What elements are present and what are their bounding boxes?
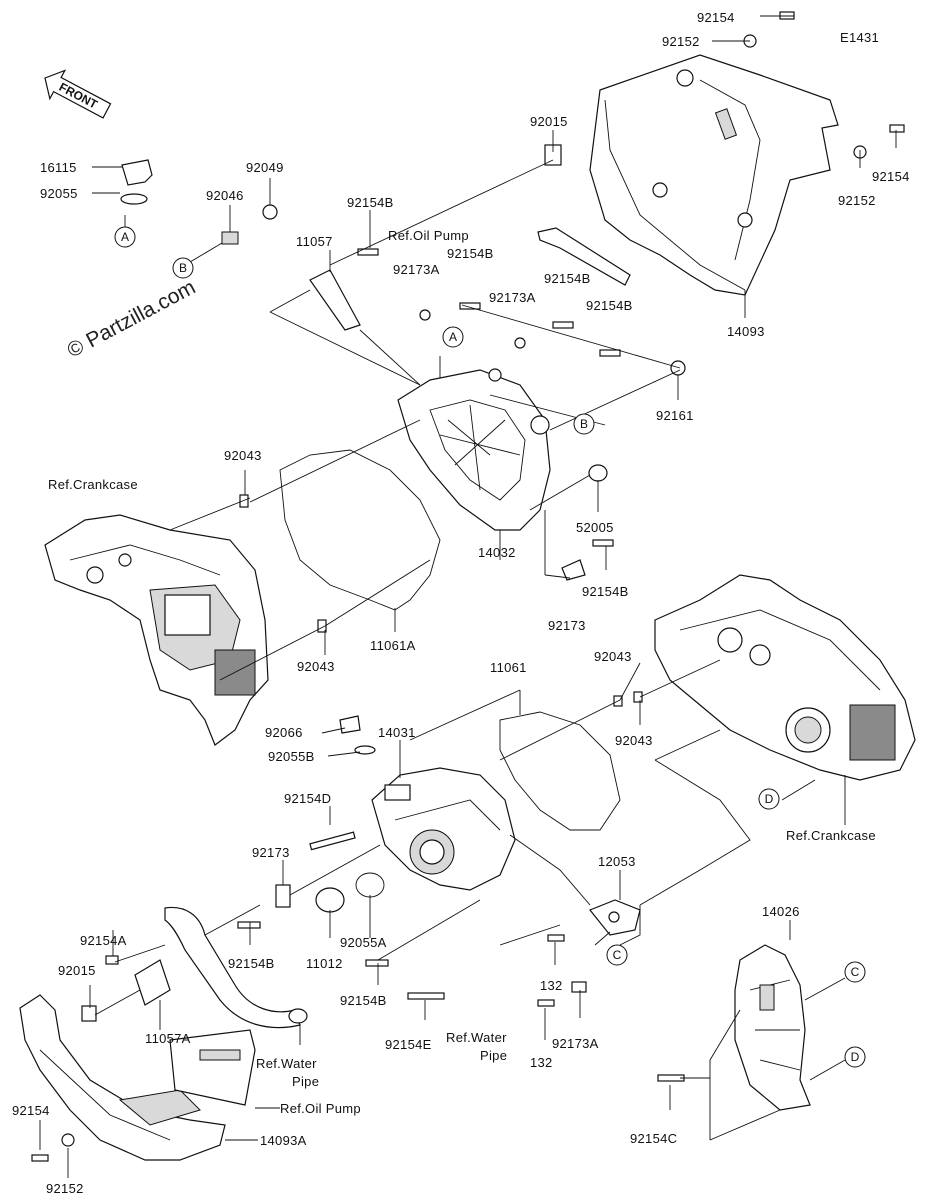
part-label: 92055B (268, 749, 315, 764)
ref-label: Ref.Oil Pump (388, 228, 469, 243)
part-label: 92152 (662, 34, 700, 49)
part-label: 92015 (58, 963, 96, 978)
ref-label: Ref.Crankcase (786, 828, 876, 843)
callouts: A B A B D C C D (114, 226, 866, 1068)
crankcase-left (44, 514, 269, 746)
ref-label: Pipe (292, 1074, 319, 1089)
part-label: 92152 (838, 193, 876, 208)
callout-b: B (179, 261, 187, 275)
ref-label: Ref.Crankcase (48, 477, 138, 492)
part-labels: 92154 E1431 92152 92015 92154 92152 1611… (12, 10, 910, 1196)
crankcase-right (654, 574, 916, 781)
ref-label: Ref.Water (256, 1056, 317, 1071)
callout-a: A (449, 330, 457, 344)
callout-b: B (580, 417, 588, 431)
part-label: 92043 (594, 649, 632, 664)
callout-a: A (121, 230, 129, 244)
part-label: 92043 (615, 733, 653, 748)
part-label: 92173A (393, 262, 440, 277)
part-label: 11057 (296, 234, 333, 249)
part-label: 92154B (228, 956, 275, 971)
part-label: 92154B (586, 298, 633, 313)
bracket-11057 (309, 269, 361, 331)
callout-c: C (851, 965, 860, 979)
part-label: 92154B (544, 271, 591, 286)
callout-c: C (613, 948, 622, 962)
part-label: 52005 (576, 520, 614, 535)
part-label: 14032 (478, 545, 516, 560)
part-label: 92154 (12, 1103, 50, 1118)
part-label: 12053 (598, 854, 636, 869)
part-label: 92152 (46, 1181, 84, 1196)
part-label: 92154A (80, 933, 127, 948)
part-label: 92154B (347, 195, 394, 210)
ref-label: Ref.Oil Pump (280, 1101, 361, 1116)
oil-pump-bracket-bottom (169, 1029, 256, 1106)
part-label: 92154B (447, 246, 494, 261)
part-label: 92043 (224, 448, 262, 463)
part-label: 92173A (489, 290, 536, 305)
callout-d: D (851, 1050, 860, 1064)
part-label: 16115 (40, 160, 77, 175)
part-label: 14093 (727, 324, 765, 339)
part-label: 92154D (284, 791, 331, 806)
part-label: 92154 (872, 169, 910, 184)
part-label: 92049 (246, 160, 284, 175)
ref-label: Pipe (480, 1048, 507, 1063)
diagram-code: E1431 (840, 30, 879, 45)
cover-14031 (371, 767, 516, 891)
part-label: 132 (540, 978, 563, 993)
part-label: 92154B (582, 584, 629, 599)
front-arrow: FRONT (44, 69, 112, 119)
ref-label: Ref.Water (446, 1030, 507, 1045)
part-label: 92055 (40, 186, 78, 201)
part-label: 14031 (378, 725, 416, 740)
guard-14093A (19, 994, 226, 1161)
cover-14093 (589, 54, 839, 296)
part-label: 92154B (340, 993, 387, 1008)
gasket-11061A (279, 449, 441, 611)
leader-lines (39, 15, 897, 1178)
part-label: 92154E (385, 1037, 432, 1052)
callout-d: D (765, 792, 774, 806)
gasket-11061 (499, 711, 621, 831)
part-label: 11061 (490, 660, 527, 675)
part-label: 92161 (656, 408, 694, 423)
part-label: 92055A (340, 935, 387, 950)
part-label: 92043 (297, 659, 335, 674)
part-label: 14026 (762, 904, 800, 919)
part-label: 92046 (206, 188, 244, 203)
part-label: 14093A (260, 1133, 307, 1148)
watermark: © Partzilla.com (64, 276, 200, 363)
part-label: 92066 (265, 725, 303, 740)
part-label: 92173A (552, 1036, 599, 1051)
part-label: 132 (530, 1055, 553, 1070)
part-label: 11061A (370, 638, 416, 653)
cover-14032 (397, 368, 551, 531)
part-label: 92154C (630, 1131, 677, 1146)
part-label: 11012 (306, 956, 343, 971)
cover-14026 (734, 944, 811, 1111)
part-label: 92154 (697, 10, 735, 25)
part-label: 11057A (145, 1031, 191, 1046)
part-label: 92173 (548, 618, 586, 633)
part-label: 92015 (530, 114, 568, 129)
bracket-11057A (134, 959, 171, 1006)
part-label: 92173 (252, 845, 290, 860)
oil-pump-bracket-top (537, 227, 631, 286)
